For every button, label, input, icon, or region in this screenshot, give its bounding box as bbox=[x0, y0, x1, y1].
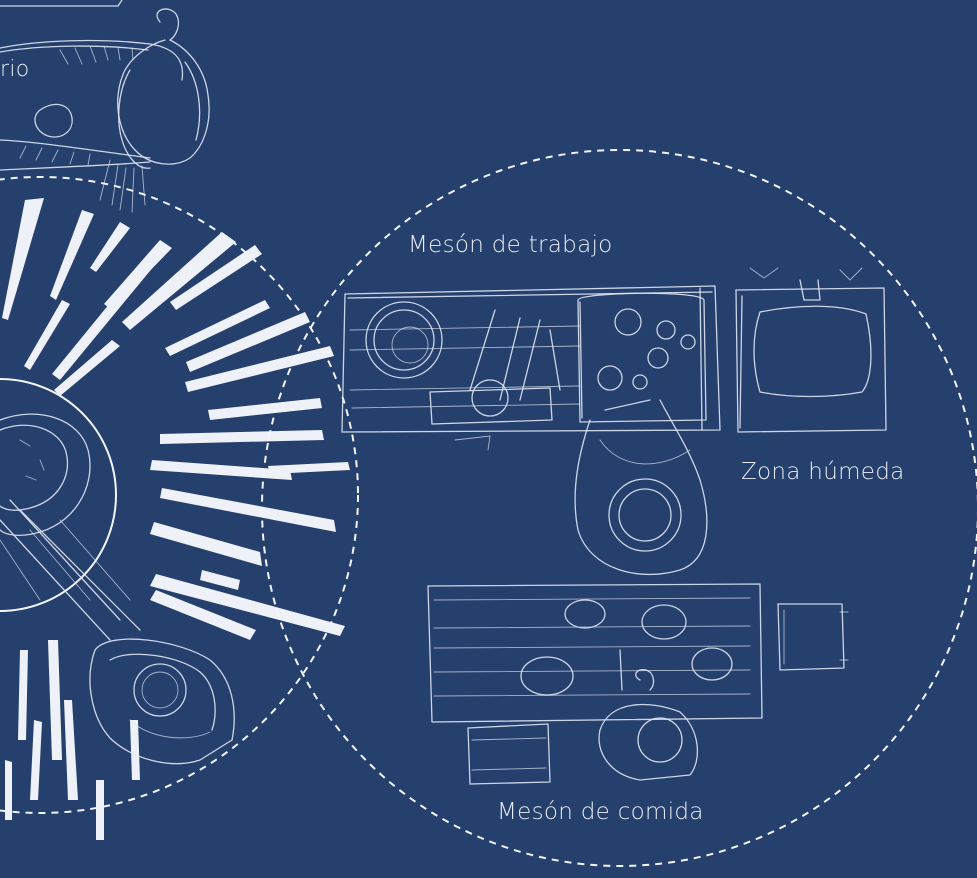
radiating-strokes bbox=[2, 198, 350, 840]
central-zone-circle bbox=[0, 379, 116, 611]
wet-zone-label: Zona húmeda bbox=[741, 459, 905, 485]
food-counter-sketch bbox=[428, 584, 762, 722]
central-table-sketch bbox=[0, 414, 140, 640]
chair-sketch bbox=[90, 639, 234, 763]
work-counter-sketch bbox=[342, 286, 720, 450]
sink-sketch bbox=[736, 268, 886, 432]
top-frame-sketch bbox=[0, 0, 122, 6]
stove-sketch bbox=[578, 293, 706, 422]
cook-person-sketch bbox=[575, 400, 707, 574]
person-sketch bbox=[100, 9, 209, 212]
work-counter-label: Mesón de trabajo bbox=[408, 232, 613, 258]
food-counter-label: Mesón de comida bbox=[497, 799, 704, 825]
partial-zone-label: rio bbox=[0, 57, 30, 82]
diner-sketch bbox=[468, 604, 848, 784]
